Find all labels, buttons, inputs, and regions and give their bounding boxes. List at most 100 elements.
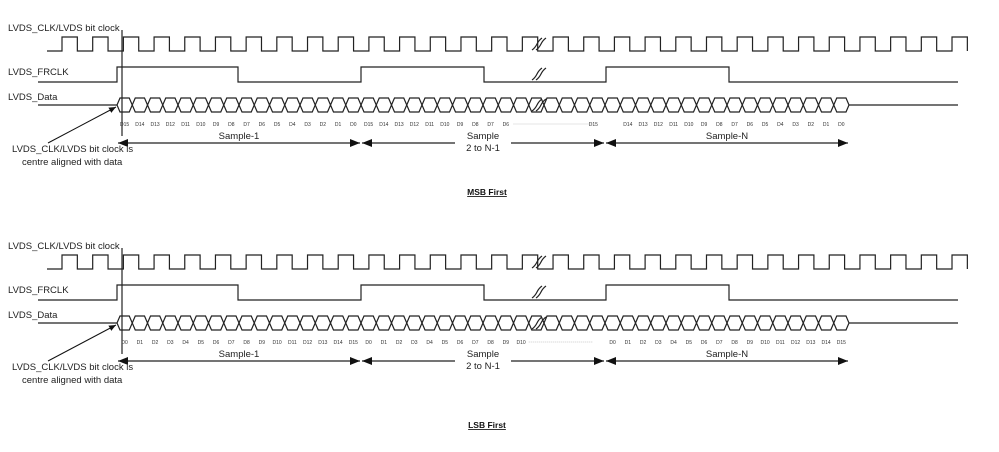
data-bit-eye	[436, 315, 454, 331]
data-bit-eye	[268, 97, 286, 113]
data-bit-eye	[177, 315, 194, 331]
bit-label: D6	[503, 122, 510, 128]
data-bit-eye	[284, 315, 301, 331]
bit-label: D3	[304, 122, 311, 128]
data-signal-label: LVDS_Data	[8, 310, 58, 321]
clock-break-mark	[531, 37, 543, 51]
bit-label: D6	[747, 122, 754, 128]
bit-label: D11	[425, 122, 434, 128]
data-bit-eye	[116, 315, 133, 331]
frame-break-mark	[535, 285, 547, 299]
bit-label: D11	[776, 340, 785, 346]
clock-waveform	[47, 36, 968, 52]
data-bit-eye	[787, 97, 804, 113]
bit-label: D4	[670, 340, 677, 346]
bit-label: D4	[289, 122, 296, 128]
data-bit-eye	[802, 97, 820, 113]
bit-label: D8	[228, 122, 235, 128]
bit-label: D7	[472, 340, 479, 346]
bit-label: D10	[684, 122, 693, 128]
data-break-mark	[531, 98, 543, 112]
bit-label: D1	[335, 122, 342, 128]
bit-label: D8	[731, 340, 738, 346]
bit-label: D15	[364, 122, 373, 128]
data-bit-eye	[207, 315, 225, 331]
clock-break-mark	[531, 255, 543, 269]
data-bit-eye	[665, 315, 682, 331]
data-bit-eye	[711, 315, 728, 331]
data-bit-eye	[619, 315, 637, 331]
data-bit-eye	[238, 315, 255, 331]
data-bit-eye	[116, 97, 133, 113]
diagram-title: MSB First	[467, 187, 507, 197]
bit-label: D1	[381, 340, 388, 346]
annotation-pointer-arrow	[47, 324, 117, 362]
clock-waveform	[47, 254, 968, 270]
data-bit-eye	[223, 97, 240, 113]
frame-break-mark	[531, 67, 543, 81]
data-bit-eye	[558, 315, 576, 331]
bit-label: D0	[838, 122, 845, 128]
bit-label: D11	[181, 122, 190, 128]
bit-label: D0	[365, 340, 372, 346]
data-bit-eye	[573, 315, 591, 331]
bit-label: D3	[411, 340, 418, 346]
bit-label: D15	[589, 122, 598, 128]
diagram-msb-first: LVDS_CLK/LVDS bit clockLVDS_FRCLKLVDS_Da…	[8, 23, 968, 168]
clock-signal-label: LVDS_CLK/LVDS bit clock	[8, 23, 120, 34]
bit-label: D3	[167, 340, 174, 346]
data-bit-eye	[192, 97, 210, 113]
data-bit-eye	[253, 315, 271, 331]
data-bit-eye	[207, 97, 225, 113]
data-bit-eye	[695, 315, 713, 331]
bit-label: D10	[273, 340, 282, 346]
data-bit-eye	[390, 315, 408, 331]
data-bit-eye	[726, 315, 743, 331]
data-bit-eye	[573, 97, 591, 113]
sample-label: Sample-1	[219, 131, 260, 142]
sample-label: Sample-1	[219, 349, 260, 360]
data-bit-eye	[482, 315, 499, 331]
bit-label: D10	[761, 340, 770, 346]
data-bit-eye	[772, 315, 789, 331]
bit-label: D8	[472, 122, 479, 128]
bit-label: D9	[747, 340, 754, 346]
frame-clock-waveform	[38, 284, 958, 301]
bit-label: D5	[274, 122, 281, 128]
bit-label: D13	[806, 340, 815, 346]
bit-label: D14	[379, 122, 388, 128]
bit-label: D5	[198, 340, 205, 346]
bit-label: D1	[823, 122, 830, 128]
data-bit-eye	[619, 97, 637, 113]
clock-signal-label: LVDS_CLK/LVDS bit clock	[8, 241, 120, 252]
data-bit-eye	[329, 315, 347, 331]
bit-label: D6	[259, 122, 266, 128]
sample-label: Sample-N	[706, 131, 748, 142]
bit-label: D0	[609, 340, 616, 346]
bit-label: D12	[166, 122, 175, 128]
data-bit-eye	[421, 97, 438, 113]
bit-label: D14	[822, 340, 831, 346]
data-bit-eye	[314, 315, 332, 331]
data-bit-eye	[802, 315, 820, 331]
data-bit-eye	[375, 315, 393, 331]
data-bit-eye	[756, 97, 774, 113]
frame-signal-label: LVDS_FRCLK	[8, 285, 69, 296]
data-bit-eye	[650, 97, 667, 113]
data-bit-eye	[589, 97, 606, 113]
annotation-text: LVDS_CLK/LVDS bit clock is	[12, 144, 133, 155]
bit-label: D0	[121, 340, 128, 346]
data-bit-eye	[406, 315, 423, 331]
bit-label: D13	[318, 340, 327, 346]
data-bit-eye	[604, 97, 621, 113]
data-bit-eye	[177, 97, 194, 113]
data-bit-eye	[558, 97, 576, 113]
data-bit-eye	[741, 315, 759, 331]
data-bit-eye	[833, 97, 850, 113]
bit-label: D10	[196, 122, 205, 128]
bit-label: D12	[791, 340, 800, 346]
bit-label: D9	[259, 340, 266, 346]
data-bit-eye	[741, 97, 759, 113]
bit-label: D7	[487, 122, 494, 128]
